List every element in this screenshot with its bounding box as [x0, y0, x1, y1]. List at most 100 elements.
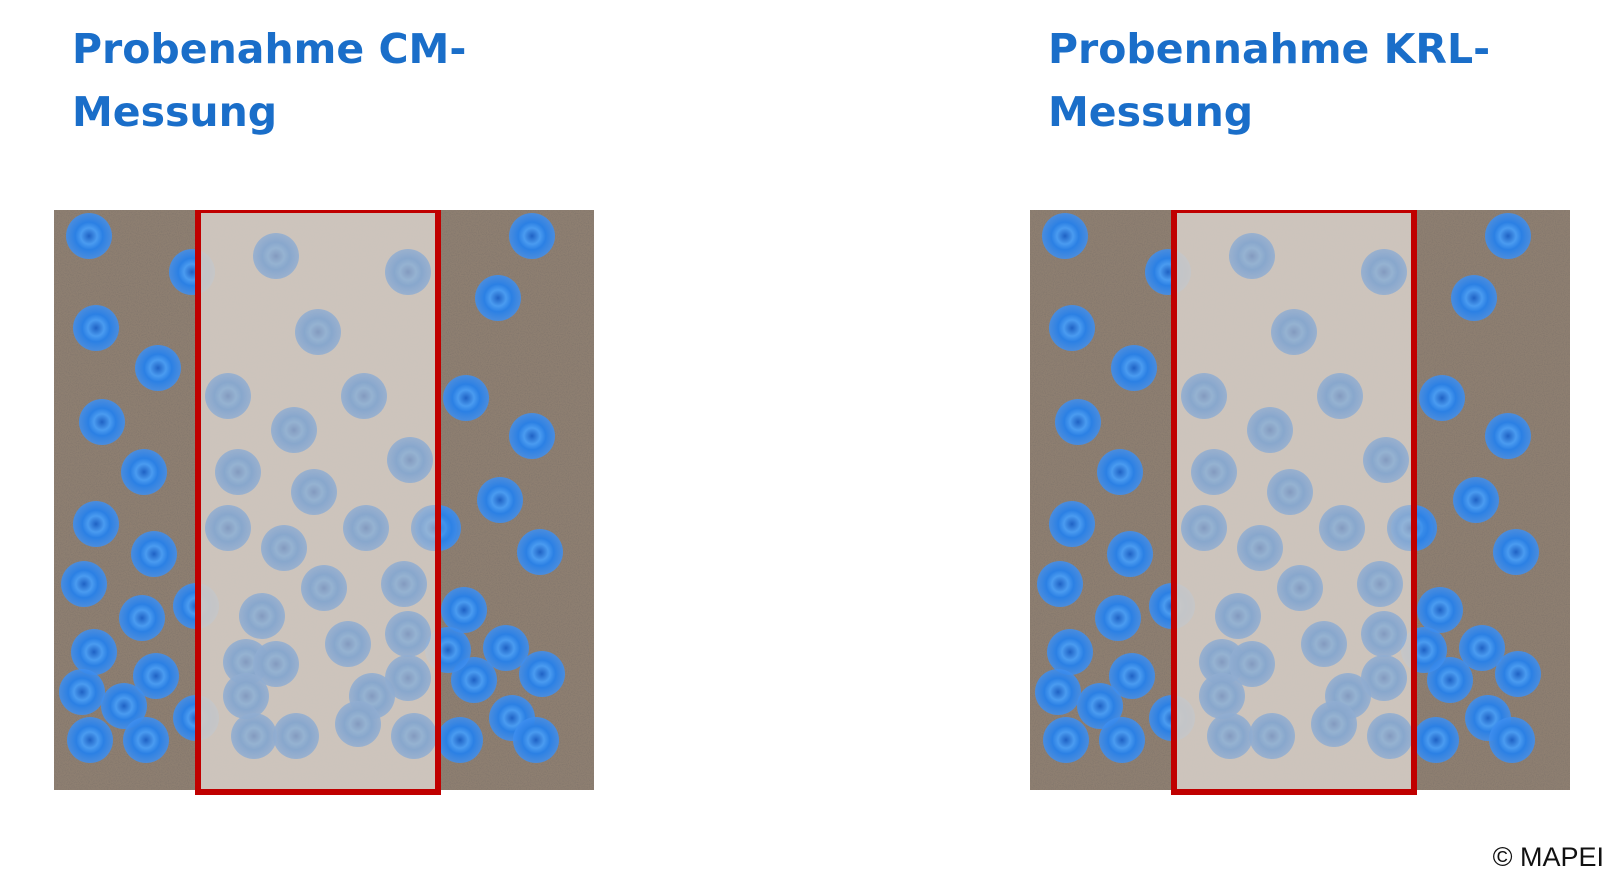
moisture-particle-icon [131, 531, 177, 577]
moisture-particle-icon [513, 717, 559, 763]
moisture-particle-icon [1042, 213, 1088, 259]
sample-diagram-krl-svg [1030, 210, 1570, 795]
moisture-particle-icon [1301, 621, 1347, 667]
moisture-particle-icon [391, 713, 437, 759]
moisture-particle-icon [341, 373, 387, 419]
moisture-particle-icon [135, 345, 181, 391]
moisture-particle-icon [1207, 713, 1253, 759]
moisture-particle-icon [1413, 717, 1459, 763]
moisture-particle-icon [1111, 345, 1157, 391]
moisture-particle-icon [295, 309, 341, 355]
moisture-particle-icon [387, 437, 433, 483]
moisture-particle-icon [231, 713, 277, 759]
panel-title-cm-line2: Messung [72, 88, 278, 136]
moisture-particle-icon [1215, 593, 1261, 639]
moisture-particle-icon [73, 501, 119, 547]
panel-title-cm: Probenahme CM- Messung [72, 18, 466, 144]
moisture-particle-icon [59, 669, 105, 715]
moisture-particle-icon [223, 673, 269, 719]
moisture-particle-icon [1363, 437, 1409, 483]
moisture-particle-icon [1077, 683, 1123, 729]
moisture-particle-icon [205, 505, 251, 551]
moisture-particle-icon [1319, 505, 1365, 551]
sample-frame-icon [1171, 210, 1417, 795]
moisture-particle-icon [1387, 505, 1433, 551]
moisture-particle-icon [1495, 651, 1541, 697]
moisture-particle-icon [119, 595, 165, 641]
moisture-particle-icon [1095, 595, 1141, 641]
moisture-particle-icon [1277, 565, 1323, 611]
moisture-particle-icon [273, 713, 319, 759]
panel-title-krl-line1: Probennahme KRL- [1048, 25, 1491, 73]
moisture-particle-icon [509, 213, 555, 259]
moisture-particle-icon [1049, 501, 1095, 547]
moisture-particle-icon [1311, 701, 1357, 747]
moisture-particle-icon [1271, 309, 1317, 355]
moisture-particle-icon [1199, 673, 1245, 719]
moisture-particle-icon [123, 717, 169, 763]
moisture-particle-icon [1367, 713, 1413, 759]
moisture-particle-icon [291, 469, 337, 515]
panel-title-cm-line1: Probenahme CM- [72, 25, 467, 73]
moisture-particle-icon [1229, 233, 1275, 279]
moisture-particle-icon [1099, 717, 1145, 763]
moisture-particle-icon [1107, 531, 1153, 577]
sample-diagram-cm [54, 210, 594, 810]
moisture-particle-icon [1109, 653, 1155, 699]
moisture-particle-icon [1037, 561, 1083, 607]
moisture-particle-icon [1417, 587, 1463, 633]
moisture-particle-icon [1097, 449, 1143, 495]
moisture-particle-icon [335, 701, 381, 747]
moisture-particle-icon [1191, 449, 1237, 495]
moisture-particle-icon [1049, 305, 1095, 351]
moisture-particle-icon [1237, 525, 1283, 571]
moisture-particle-icon [451, 657, 497, 703]
moisture-particles-inner [205, 233, 457, 759]
moisture-particle-icon [73, 305, 119, 351]
moisture-particle-icon [215, 449, 261, 495]
sample-diagram-cm-svg [54, 210, 594, 795]
moisture-particle-icon [79, 399, 125, 445]
moisture-particle-icon [1451, 275, 1497, 321]
moisture-particle-icon [1419, 375, 1465, 421]
moisture-particle-icon [1055, 399, 1101, 445]
moisture-particle-icon [1427, 657, 1473, 703]
moisture-particle-icon [1357, 561, 1403, 607]
moisture-particle-icon [1267, 469, 1313, 515]
moisture-particle-icon [66, 213, 112, 259]
moisture-particle-icon [475, 275, 521, 321]
moisture-particle-icon [1247, 407, 1293, 453]
moisture-particle-icon [133, 653, 179, 699]
moisture-particle-icon [205, 373, 251, 419]
moisture-particle-icon [411, 505, 457, 551]
moisture-particle-icon [61, 561, 107, 607]
moisture-particle-icon [1229, 641, 1275, 687]
moisture-particle-icon [1453, 477, 1499, 523]
moisture-particle-icon [271, 407, 317, 453]
moisture-particle-icon [1317, 373, 1363, 419]
moisture-particle-icon [483, 625, 529, 671]
moisture-particle-icon [517, 529, 563, 575]
moisture-particle-icon [1181, 505, 1227, 551]
moisture-particle-icon [67, 717, 113, 763]
moisture-particle-icon [437, 717, 483, 763]
moisture-particle-icon [101, 683, 147, 729]
moisture-particle-icon [261, 525, 307, 571]
moisture-particles-inner [1181, 233, 1433, 759]
moisture-particle-icon [253, 233, 299, 279]
copyright-notice: © MAPEI [1492, 842, 1604, 872]
moisture-particle-icon [1459, 625, 1505, 671]
moisture-particle-icon [1489, 717, 1535, 763]
sample-frame-icon [195, 210, 441, 795]
moisture-particle-icon [71, 629, 117, 675]
moisture-particle-icon [1485, 213, 1531, 259]
panel-title-krl: Probennahme KRL- Messung [1048, 18, 1490, 144]
panel-title-krl-line2: Messung [1048, 88, 1254, 136]
moisture-particle-icon [1047, 629, 1093, 675]
moisture-particle-icon [1361, 655, 1407, 701]
moisture-particle-icon [443, 375, 489, 421]
moisture-particle-icon [301, 565, 347, 611]
moisture-particle-icon [441, 587, 487, 633]
moisture-particle-icon [381, 561, 427, 607]
moisture-particles-outer [59, 213, 565, 763]
